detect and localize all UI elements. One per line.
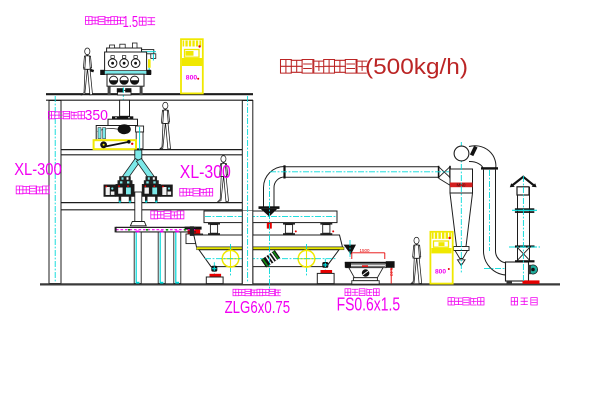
svg-text:1500: 1500 — [360, 248, 370, 254]
svg-text:800: 800 — [435, 268, 446, 275]
svg-text:M50: M50 — [457, 183, 467, 188]
svg-text:XL-300: XL-300 — [14, 159, 62, 179]
svg-text:FS0.6x1.5: FS0.6x1.5 — [337, 295, 401, 315]
svg-text:540: 540 — [388, 268, 394, 276]
svg-text:(500kg/h): (500kg/h) — [365, 54, 468, 79]
svg-text:350: 350 — [85, 108, 108, 124]
svg-text:800: 800 — [186, 74, 198, 81]
svg-text:1.5: 1.5 — [123, 14, 139, 31]
svg-text:ZLG6x0.75: ZLG6x0.75 — [225, 297, 291, 317]
svg-text:XL-300: XL-300 — [180, 162, 231, 182]
